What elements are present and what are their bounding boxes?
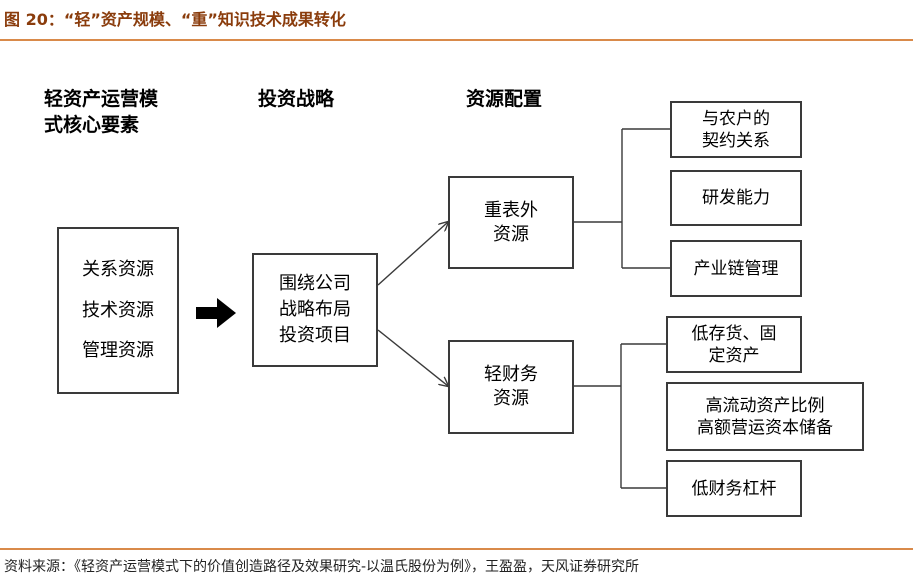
arrow-to-off-balance xyxy=(377,222,448,286)
item-low-leverage: 低财务杠杆 xyxy=(666,460,802,517)
item-chain-management: 产业链管理 xyxy=(670,240,802,297)
strategy-line-3: 投资项目 xyxy=(279,325,351,346)
heading-core-line-1: 轻资产运营模 xyxy=(44,88,159,110)
heading-core-line-2: 式核心要素 xyxy=(44,114,140,136)
item-low-inventory-line-2: 定资产 xyxy=(708,345,760,366)
block-arrow-icon xyxy=(196,298,236,328)
source-rule xyxy=(0,548,913,550)
core-item-relation: 关系资源 xyxy=(82,259,154,281)
strategy-box: 围绕公司 战略布局 投资项目 xyxy=(252,253,378,367)
arrow-to-finance xyxy=(377,329,448,386)
core-item-management: 管理资源 xyxy=(82,339,154,361)
title-rule xyxy=(0,39,913,41)
finance-line-2: 资源 xyxy=(493,388,529,409)
core-item-tech: 技术资源 xyxy=(82,299,154,321)
strategy-line-1: 围绕公司 xyxy=(279,273,351,294)
item-high-liquidity-line-2: 高额营运资本储备 xyxy=(697,417,833,438)
item-high-liquidity: 高流动资产比例 高额营运资本储备 xyxy=(666,382,864,451)
item-low-inventory-line-1: 低存货、固 xyxy=(691,323,777,344)
item-contract-line-1: 与农户的 xyxy=(702,108,770,129)
source-note: 资料来源：《轻资产运营模式下的价值创造路径及效果研究-以温氏股份为例》，王盈盈，… xyxy=(4,559,640,575)
core-elements-box: 关系资源 技术资源 管理资源 xyxy=(57,227,179,394)
figure-title: 图 20：“轻”资产规模、“重”知识技术成果转化 xyxy=(4,10,346,29)
finance-line-1: 轻财务 xyxy=(484,364,538,385)
item-contract-relation: 与农户的 契约关系 xyxy=(670,101,802,158)
off-balance-line-1: 重表外 xyxy=(484,199,538,221)
item-chain-line-1: 产业链管理 xyxy=(693,258,779,279)
heading-strategy: 投资战略 xyxy=(258,88,335,110)
off-balance-resource-box: 重表外 资源 xyxy=(448,176,574,269)
item-rd-capability: 研发能力 xyxy=(670,170,802,226)
strategy-line-2: 战略布局 xyxy=(279,299,351,320)
item-high-liquidity-line-1: 高流动资产比例 xyxy=(705,395,825,416)
off-balance-line-2: 资源 xyxy=(493,223,529,245)
item-contract-line-2: 契约关系 xyxy=(702,130,770,151)
bracket-off-balance xyxy=(574,128,670,269)
item-low-leverage-line-1: 低财务杠杆 xyxy=(691,478,777,499)
bracket-finance xyxy=(574,343,666,489)
finance-resource-box: 轻财务 资源 xyxy=(448,340,574,434)
heading-core-elements: 轻资产运营模 式核心要素 xyxy=(44,86,158,138)
item-low-inventory: 低存货、固 定资产 xyxy=(666,316,802,373)
heading-allocation: 资源配置 xyxy=(466,88,543,110)
item-rd-line-1: 研发能力 xyxy=(702,188,770,208)
